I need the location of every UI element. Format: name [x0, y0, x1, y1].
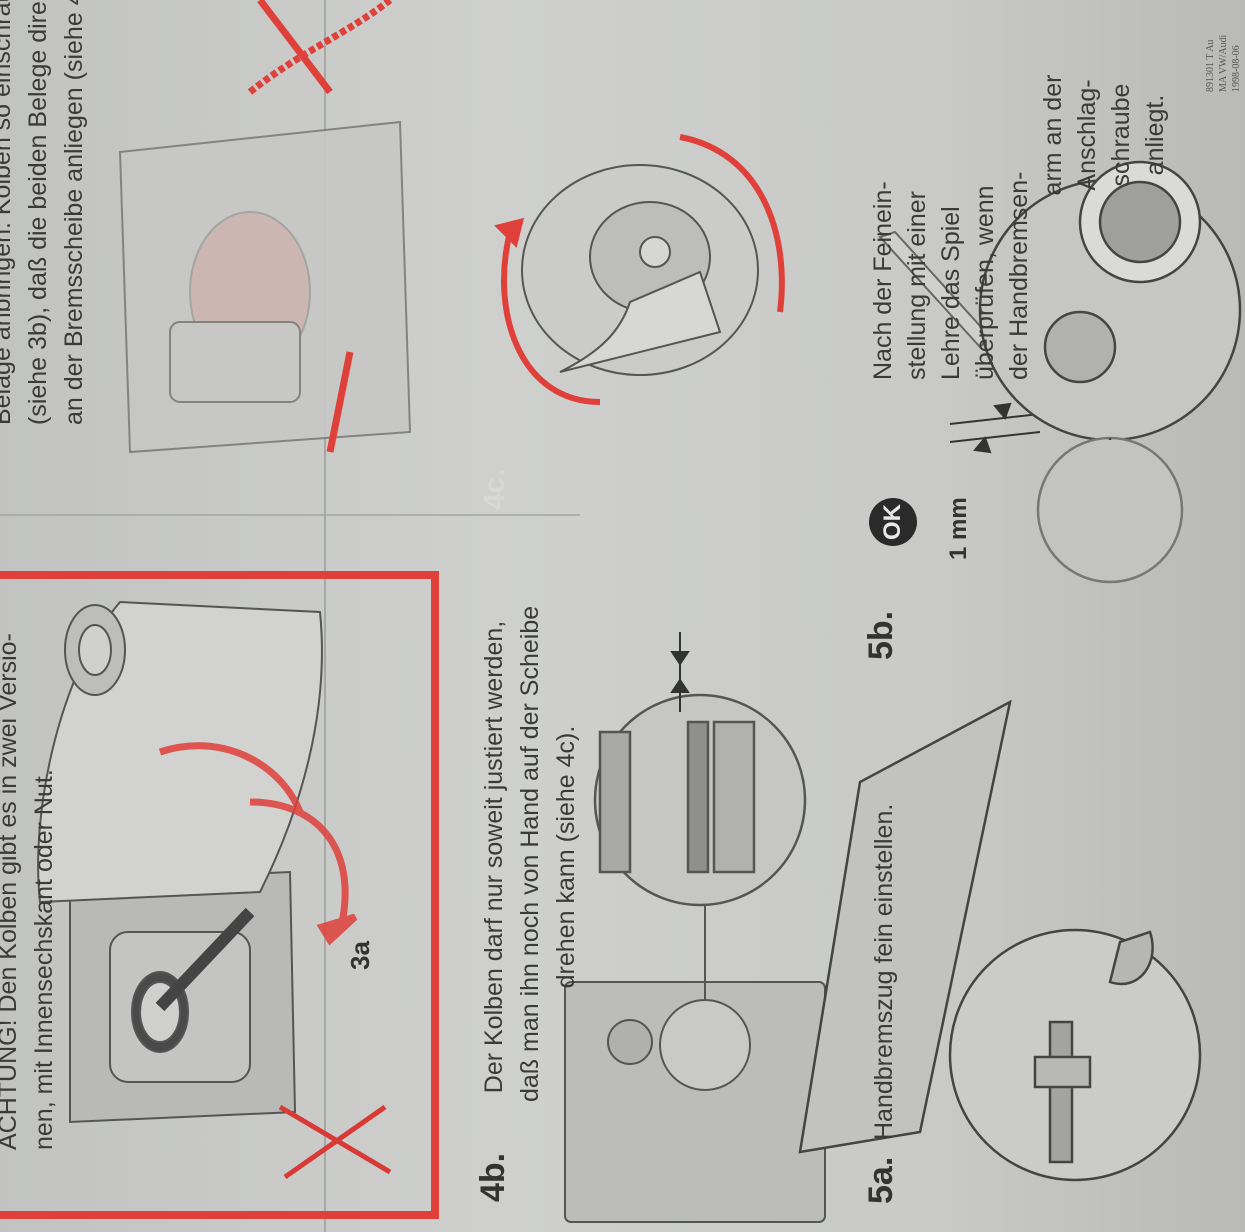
footer-line: 891301 T Au — [1205, 39, 1216, 92]
gap-measure-arrows-icon — [670, 632, 690, 712]
caliper-side-view-illustration — [564, 905, 826, 1223]
footer-line: 1998-08-06 — [1231, 45, 1242, 92]
rotation-arrow-icon — [158, 742, 358, 946]
text-line: an der Bremsscheibe anliegen (siehe 4 — [60, 0, 88, 425]
warning-text: ACHTUNG! Den Kolben gibt es in zwei Vers… — [0, 633, 62, 1150]
text-line: Nach der Feinein- — [869, 181, 897, 380]
rotation-arrow-icon — [494, 134, 785, 405]
gap-measure-arrows-icon — [949, 402, 1041, 454]
brake-disc-illustration — [521, 164, 759, 376]
handbrake-lever-detail-circle — [978, 160, 1242, 584]
warning-box-frame — [0, 571, 439, 1219]
step-4b-label: 4b. — [474, 1152, 512, 1202]
text-line: überprüfen, wenn — [971, 185, 999, 380]
text-line: (siehe 3b), daß die beiden Belege direkt — [24, 0, 52, 425]
text-line: ACHTUNG! Den Kolben gibt es in zwei Vers… — [0, 633, 22, 1150]
brake-pad-detail-circle — [593, 693, 807, 907]
text-line: nen, mit Innensechskant oder Nut. — [30, 769, 58, 1150]
caliper-assembly-illustration — [118, 120, 412, 454]
step-5a-label: 5a. — [862, 1156, 900, 1204]
text-line: drehen kann (siehe 4c). — [552, 725, 580, 989]
crossed-out-tool-icon — [278, 1104, 392, 1180]
rotation-arrow-icon — [247, 0, 393, 453]
text-line: schraube — [1107, 83, 1135, 187]
document-footer: 891301 T Au MA VW/Audi 1998-08-06 — [1204, 35, 1243, 92]
step-5a-text: Handbremszug fein einstellen. — [870, 803, 898, 1140]
text-line: der Handbremsen- — [1005, 171, 1033, 380]
handbrake-cable-adjust-illustration — [798, 699, 1202, 1182]
text-line: Lehre das Spiel — [937, 206, 965, 380]
ok-badge: OK — [869, 498, 917, 546]
caliper-hex-key-illustration — [37, 600, 323, 1124]
step-5b-text: Nach der Feinein- stellung mit einer Leh… — [866, 35, 1172, 380]
step-4b-text: Der Kolben darf nur soweit justiert werd… — [476, 605, 584, 1102]
text-line: daß man ihn noch von Hand auf der Scheib… — [516, 605, 544, 1102]
text-line: Anschlag- — [1073, 79, 1101, 191]
text-line: arm an der — [1039, 74, 1067, 196]
footer-line: MA VW/Audi — [1218, 34, 1229, 92]
text-line: anliegt. — [1141, 94, 1169, 176]
text-line: Beläge anbringen. Kolben so einschrauben… — [0, 0, 16, 425]
text-line: Der Kolben darf nur soweit justiert werd… — [480, 620, 508, 1094]
gap-value: 1 mm — [945, 497, 972, 560]
text-wrap-block: arm an der Anschlag- schraube anliegt. — [1036, 35, 1172, 380]
figure-label-4c: 4c. — [478, 468, 511, 510]
top-instruction-text: Beläge anbringen. Kolben so einschrauben… — [0, 0, 92, 425]
text-line: stellung mit einer — [903, 191, 931, 380]
figure-label-3a: 3a — [345, 941, 375, 970]
step-5b-label: 5b. — [862, 610, 900, 660]
